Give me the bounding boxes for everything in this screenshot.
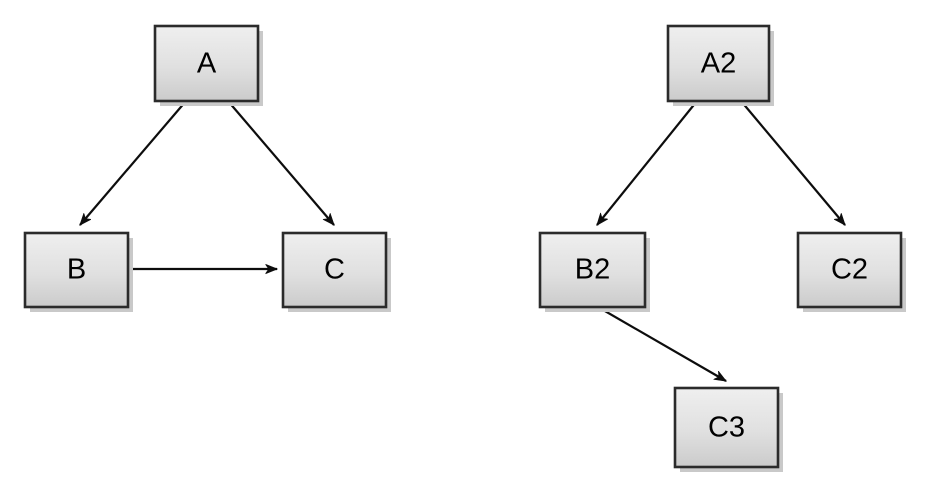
node-a2-box — [666, 24, 771, 103]
node-a2[interactable]: A2 — [666, 24, 774, 106]
edge-a2-to-b2[interactable] — [596, 100, 698, 225]
node-c[interactable]: C — [281, 231, 391, 312]
edge-a2-to-c2[interactable] — [740, 100, 846, 225]
right-graph: A2 B2 C2 C3 — [538, 24, 906, 472]
edge-b2-to-c3[interactable] — [597, 306, 726, 382]
edge-a2-to-b2-line — [596, 100, 698, 225]
node-c2[interactable]: C2 — [796, 231, 906, 312]
edge-a-to-b[interactable] — [79, 100, 187, 225]
edge-a2-to-c2-line — [740, 100, 846, 225]
node-b2[interactable]: B2 — [538, 231, 650, 312]
node-a-box — [153, 24, 260, 103]
node-c2-box — [796, 231, 903, 309]
edge-a-to-b-line — [79, 100, 187, 225]
edge-a-to-c-line — [227, 100, 335, 225]
node-b-box — [23, 231, 130, 309]
node-c3-box — [673, 386, 780, 469]
edge-a-to-c[interactable] — [227, 100, 335, 225]
node-c-box — [281, 231, 388, 309]
node-b[interactable]: B — [23, 231, 133, 312]
edge-b2-to-c3-line — [597, 306, 726, 382]
node-a[interactable]: A — [153, 24, 263, 106]
left-graph: A B C — [23, 24, 391, 312]
node-b2-box — [538, 231, 647, 309]
node-c3[interactable]: C3 — [673, 386, 783, 472]
